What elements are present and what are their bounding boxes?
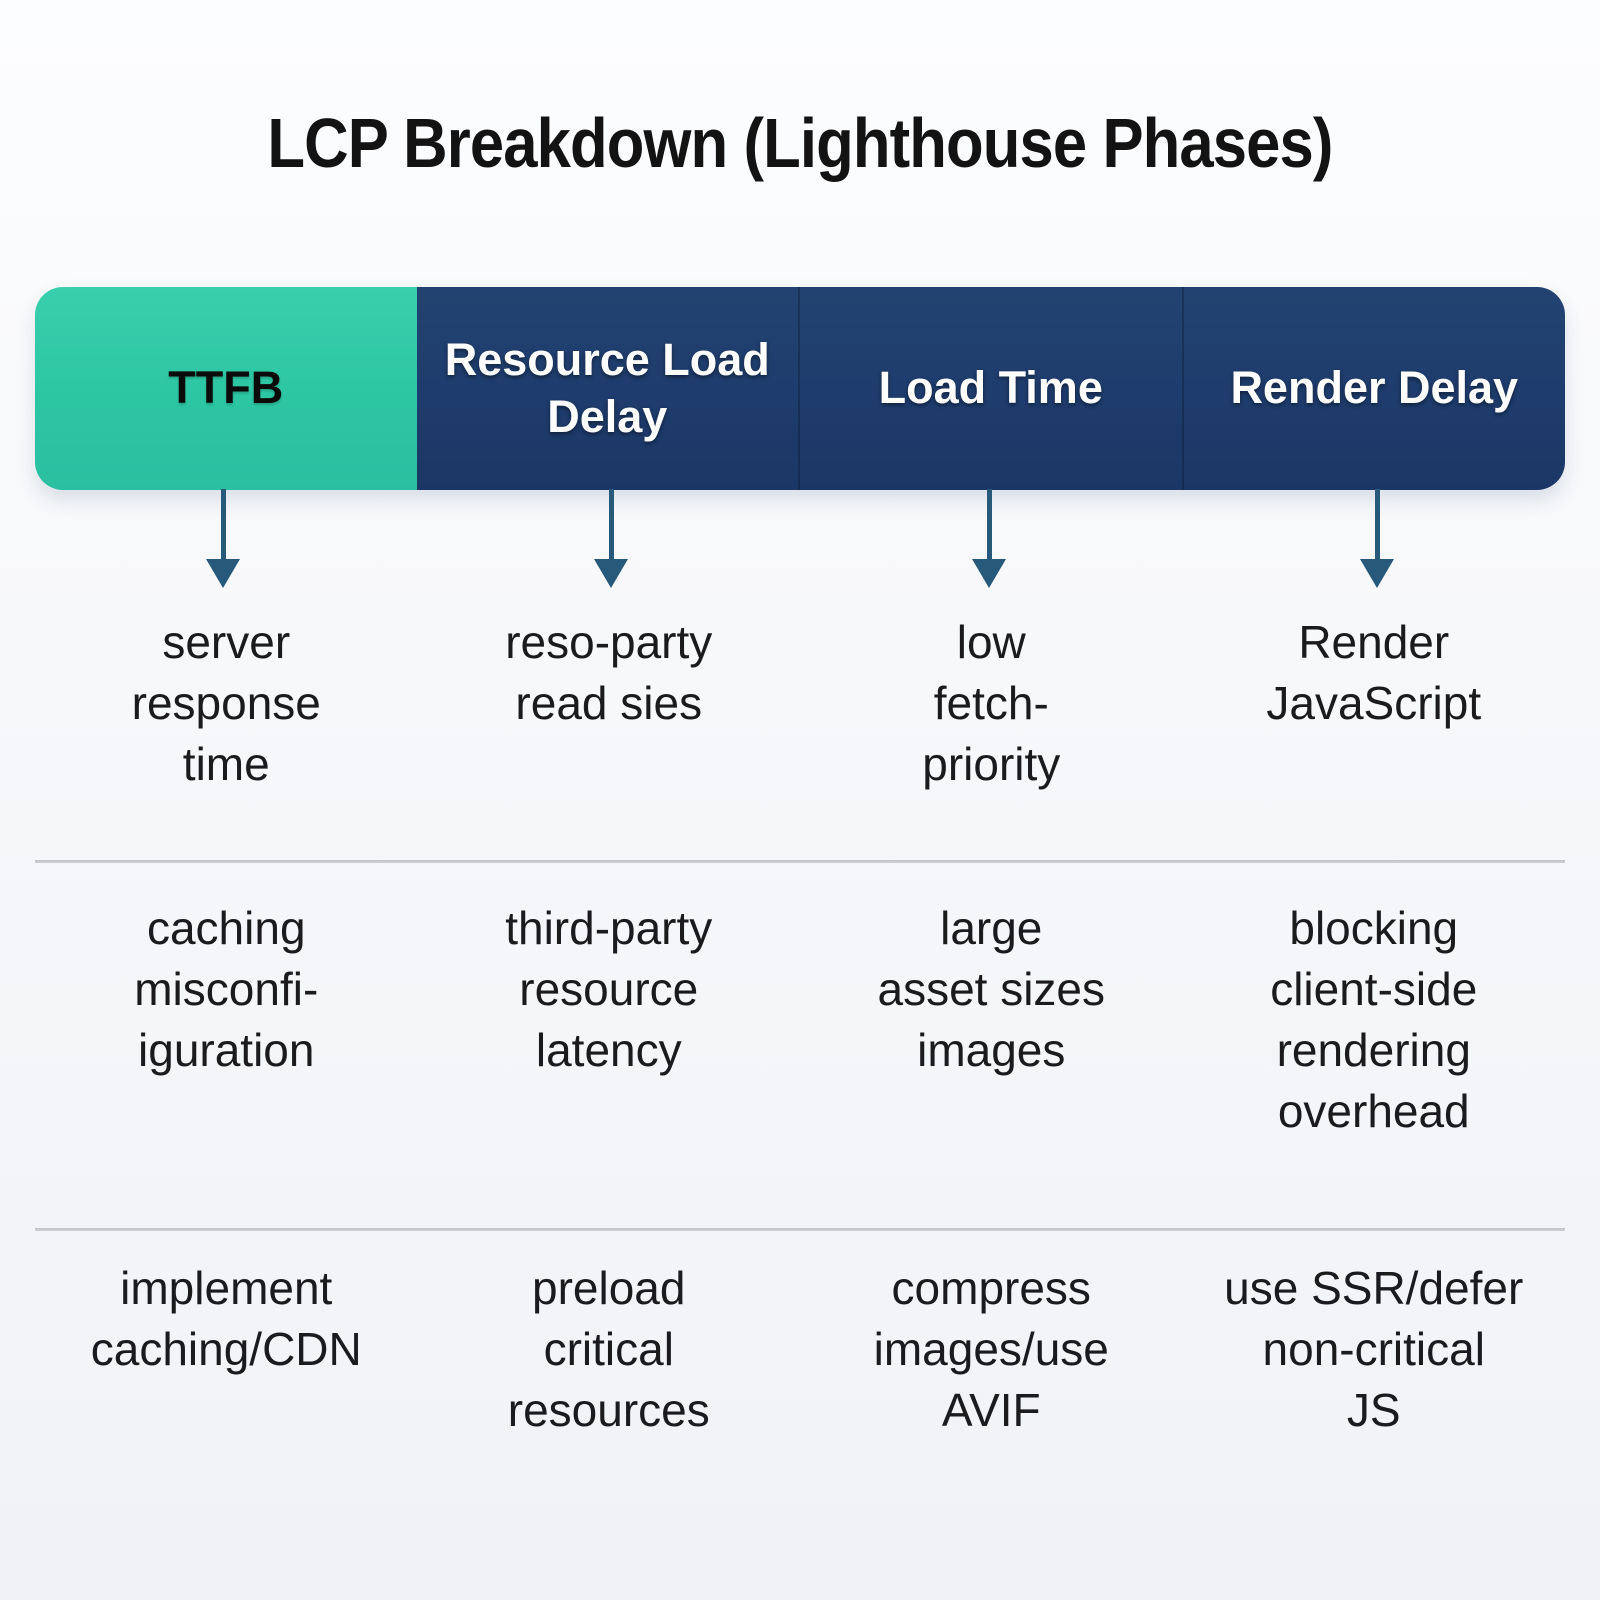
fix-ttfb: implement caching/CDN <box>90 1262 362 1375</box>
cause-ttfb: server response time <box>131 616 321 790</box>
arrow-shaft <box>608 489 614 559</box>
arrow-head <box>206 559 240 588</box>
arrow-head <box>1360 559 1394 588</box>
fix-render-delay: use SSR/defer non-critical JS <box>1224 1262 1524 1436</box>
arrow-shaft <box>986 489 992 559</box>
issues-row: caching misconfi- iguration third-party … <box>35 898 1565 1142</box>
fixes-row: implement caching/CDN preload critical r… <box>35 1258 1565 1441</box>
issue-render-delay: blocking client-side rendering overhead <box>1270 902 1478 1137</box>
fix-resource-load-delay: preload critical resources <box>507 1262 710 1436</box>
arrow-head <box>972 559 1006 588</box>
phase-segment-load-time: Load Time <box>798 287 1182 490</box>
down-arrow-icon <box>1357 489 1397 589</box>
down-arrow-icon <box>969 489 1009 589</box>
phase-label-load-time: Load Time <box>878 362 1103 414</box>
phase-bar: TTFB Resource Load Delay Load Time Rende… <box>35 287 1565 490</box>
issue-ttfb: caching misconfi- iguration <box>134 902 319 1076</box>
cause-render-delay: Render JavaScript <box>1266 616 1482 729</box>
down-arrow-icon <box>203 489 243 589</box>
phase-segment-ttfb: TTFB <box>35 287 417 490</box>
arrow-shaft <box>220 489 226 559</box>
cause-load-time: low fetch- priority <box>922 616 1061 790</box>
causes-row: server response time reso-party read sie… <box>35 612 1565 795</box>
down-arrow-icon <box>591 489 631 589</box>
phase-segment-resource-load-delay: Resource Load Delay <box>416 287 798 490</box>
row-divider <box>35 1228 1565 1231</box>
phase-label-render-delay: Render Delay <box>1230 362 1519 414</box>
cause-resource-load-delay: reso-party read sies <box>505 616 713 729</box>
phase-label-ttfb: TTFB <box>168 362 284 414</box>
row-divider <box>35 860 1565 863</box>
arrow-head <box>594 559 628 588</box>
issue-load-time: large asset sizes images <box>877 902 1106 1076</box>
issue-resource-load-delay: third-party resource latency <box>505 902 713 1076</box>
page-title: LCP Breakdown (Lighthouse Phases) <box>267 104 1333 182</box>
phase-label-resource-load-delay: Resource Load Delay <box>444 334 770 442</box>
arrow-shaft <box>1374 489 1380 559</box>
fix-load-time: compress images/use AVIF <box>873 1262 1109 1436</box>
phase-segment-render-delay: Render Delay <box>1181 287 1565 490</box>
